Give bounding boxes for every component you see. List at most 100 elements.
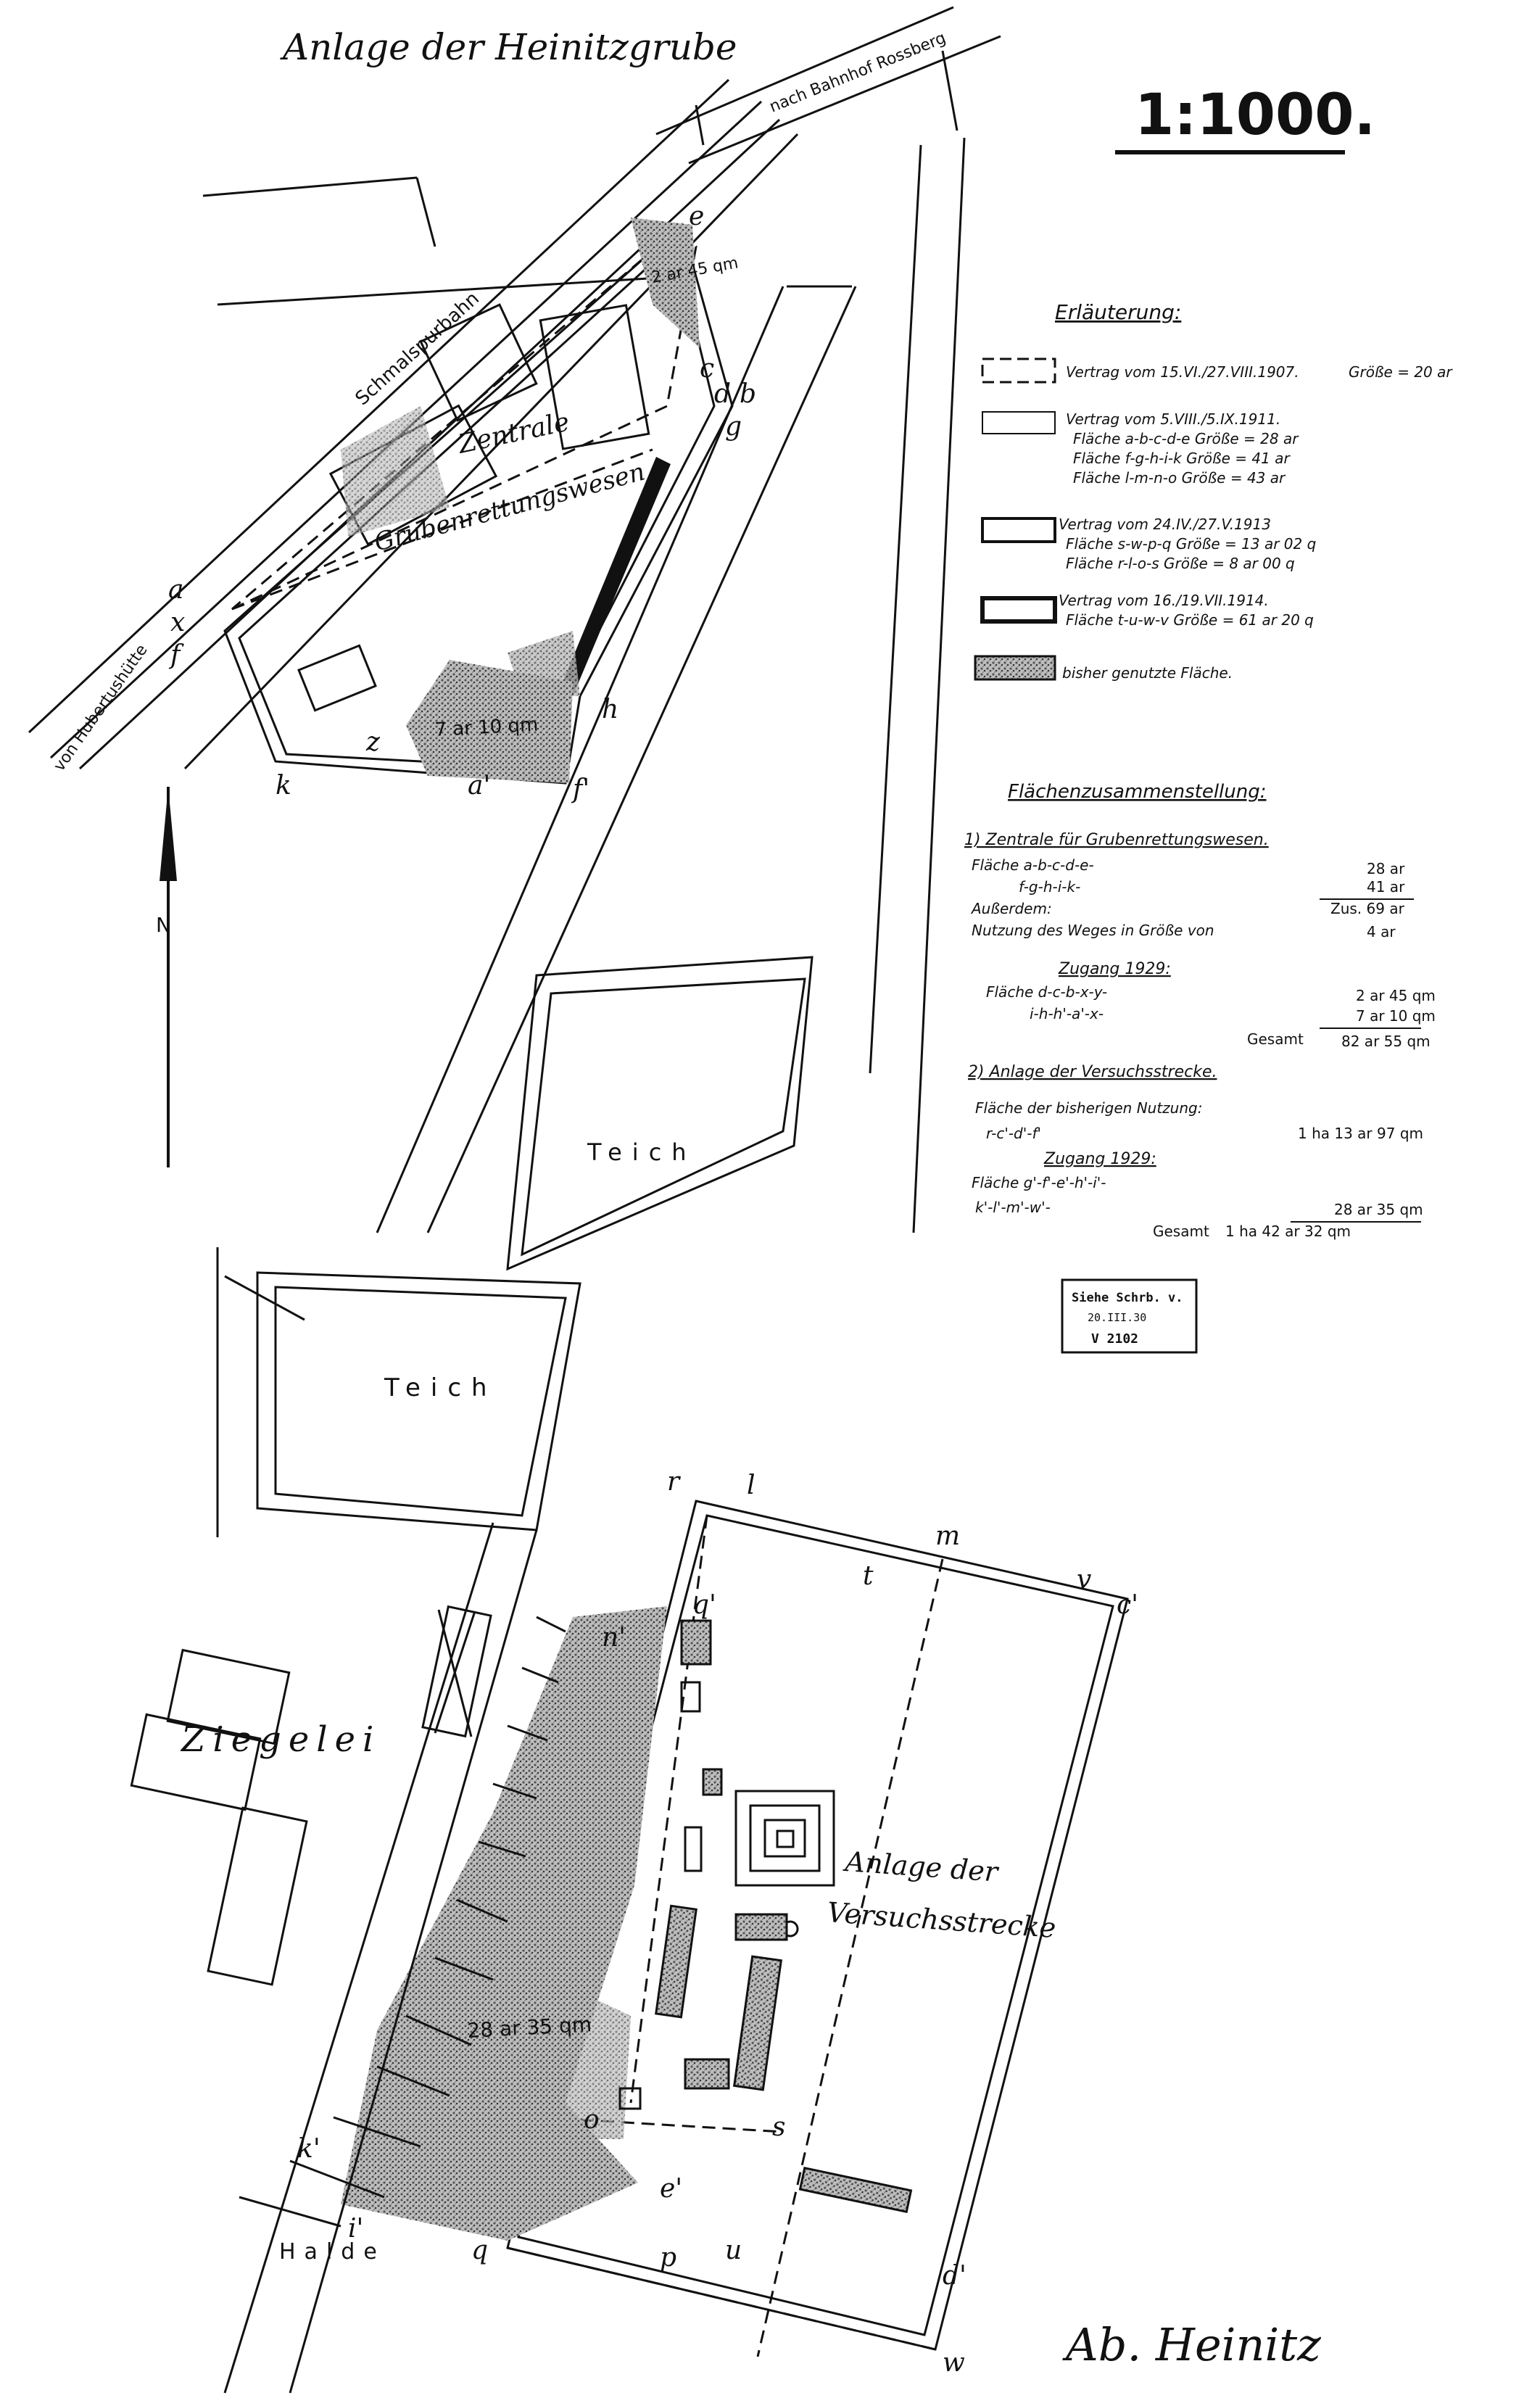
north-arrow [160,787,177,1167]
legend-entry-3-line-3: Fläche r-l-o-s Größe = 8 ar 00 q [1066,555,1295,572]
point-label-m: m [935,1521,960,1551]
upper-roads [28,6,1001,1233]
point-label-r: r [667,1467,681,1497]
summary-heading: Flächenzusammenstellung: [1008,781,1267,803]
brickworks-buildings [130,1522,538,2394]
point-label-v: v [1077,1565,1091,1595]
legend-entry-4-line-1: Vertrag vom 16./19.VII.1914. [1059,592,1269,609]
point-label-c: c [700,354,714,384]
point-label-z: z [365,727,381,757]
signature: Ab. Heinitz [1062,2318,1321,2371]
summary-z2-row-3-label: Gesamt [1153,1223,1209,1240]
point-label-a: a [168,575,183,605]
point-label-e-prime: e' [660,2174,682,2204]
narrow-gauge-label: Schmalspurbahn [352,288,484,410]
summary-s2-row-2-value: 1 ha 13 ar 97 qm [1298,1125,1423,1142]
point-label-b: b [740,379,756,409]
summary-s1-row-1-value: 28 ar [1367,860,1405,877]
archive-stamp: Siehe Schrb. v. 20.III.30 V 2102 [1061,1278,1198,1354]
point-label-h: h [602,695,618,724]
zentrale-label: Zentrale [455,407,572,460]
summary-z1-row-3-label: Gesamt [1247,1030,1304,1048]
embankment-ticks [239,1616,566,2228]
point-label-x: x [170,608,185,637]
upper-pond [506,956,814,1271]
summary-z1-row-1-label: Fläche d-c-b-x-y- [986,983,1107,1001]
legend-entry-2-line-1: Vertrag vom 5.VIII./5.IX.1911. [1066,410,1280,428]
summary-s2-title: 2) Anlage der Versuchsstrecke. [968,1063,1217,1081]
summary-s2-row-2-label: r-c'-d'-f' [986,1125,1041,1142]
point-label-c-prime: c' [1117,1590,1138,1620]
legend-swatch-thick [980,596,1057,624]
legend-entry-4-line-2: Fläche t-u-w-v Größe = 61 ar 20 q [1066,611,1314,629]
stamp-line-3: V 2102 [1091,1331,1138,1347]
point-label-o: o [584,2105,600,2135]
summary-s1-row-4-label: Nutzung des Weges in Größe von [972,922,1214,939]
street-station-label: nach Bahnhof Rossberg [767,29,948,117]
summary-z1-row-2-label: i-h-h'-a'-x- [1030,1005,1104,1022]
point-label-p: p [660,2243,676,2273]
summary-z1-row-2-value: 7 ar 10 qm [1356,1007,1436,1025]
summary-z1-row-1-value: 2 ar 45 qm [1356,987,1436,1004]
point-label-f-prime: f' [571,774,589,804]
summary-s1-row-3-value: Zus. 69 ar [1330,900,1405,917]
from-hut-label: von Hubertushütte [50,641,151,774]
point-letters: a b c d e f g h k x z a' f' q' n' o k' i… [168,202,1138,2378]
legend-entry-1-line-1: Vertrag vom 15.VI./27.VIII.1907. [1066,363,1299,381]
point-label-l: l [747,1471,755,1500]
anlage-label-1: Anlage der [842,1845,1001,1888]
legend-swatch-shaded [974,655,1056,681]
legend-entry-3-line-2: Fläche s-w-p-q Größe = 13 ar 02 q [1066,535,1316,553]
stamp-line-2: 20.III.30 [1088,1311,1146,1324]
summary-s1-row-1-label: Fläche a-b-c-d-e- [972,856,1094,874]
area-summary: Flächenzusammenstellung: 1) Zentrale für… [964,781,1436,1240]
point-label-q-prime: q' [692,1590,716,1620]
point-label-i-prime: i' [348,2214,363,2244]
point-label-n-prime: n' [602,1623,626,1653]
legend-entry-2-line-4: Fläche l-m-n-o Größe = 43 ar [1073,469,1286,487]
point-label-u: u [725,2236,742,2265]
point-label-q: q [471,2236,488,2265]
point-label-g: g [725,412,742,442]
summary-s2-row-1-label: Fläche der bisherigen Nutzung: [975,1099,1202,1117]
scale-text: 1:1000. [1135,83,1375,148]
upper-plot [223,218,734,785]
point-label-t: t [863,1561,874,1591]
legend-entry-2-line-3: Fläche f-g-h-i-k Größe = 41 ar [1073,450,1291,467]
point-label-d: d [714,379,731,409]
point-label-s: s [772,2112,785,2142]
legend-entry-1-line-2: Größe = 20 ar [1349,363,1453,381]
legend-heading: Erläuterung: [1055,300,1181,324]
legend-swatch-thin [982,411,1056,434]
summary-s1-row-4-value: 4 ar [1367,923,1396,940]
upper-pond-label: Teich [587,1138,697,1166]
point-label-k-prime: k' [297,2134,320,2164]
summary-z2-row-3-value: 1 ha 42 ar 32 qm [1225,1223,1351,1240]
point-label-e: e [689,202,704,231]
lower-pond-label: Teich [384,1373,497,1402]
summary-zugang-2: Zugang 1929: [1043,1150,1156,1168]
point-label-a-prime: a' [468,771,490,801]
summary-s1-title: 1) Zentrale für Grubenrettungswesen. [964,831,1269,849]
north-label: N [156,913,171,937]
summary-z1-row-3-value: 82 ar 55 qm [1341,1033,1431,1050]
map-title: Anlage der Heinitzgrube [280,26,737,68]
legend-entry-5-line-1: bisher genutzte Fläche. [1062,664,1233,682]
summary-z2-row-2-value: 28 ar 35 qm [1334,1201,1423,1218]
summary-s1-row-3-label: Außerdem: [970,900,1052,917]
legend-swatch-double [981,517,1056,543]
area-mid-label: 7 ar 10 qm [434,714,539,741]
legend-entry-2-line-2: Fläche a-b-c-d-e Größe = 28 ar [1073,430,1299,447]
lower-plot [341,1500,1129,2357]
point-label-d-prime: d' [943,2261,966,2291]
point-label-k: k [276,771,291,801]
point-label-w: w [943,2348,965,2378]
summary-zugang-1: Zugang 1929: [1058,960,1171,978]
summary-z2-row-2-label: k'-l'-m'-w'- [975,1199,1051,1216]
dump-label: Halde [279,2239,386,2265]
summary-s1-row-2-value: 41 ar [1367,878,1405,896]
summary-z2-row-1-label: Fläche g'-f'-e'-h'-i'- [972,1174,1106,1191]
legend: Erläuterung: Vertrag vom 15.VI./27.VIII.… [974,300,1453,682]
scale-label: 1:1000. [1115,83,1375,154]
